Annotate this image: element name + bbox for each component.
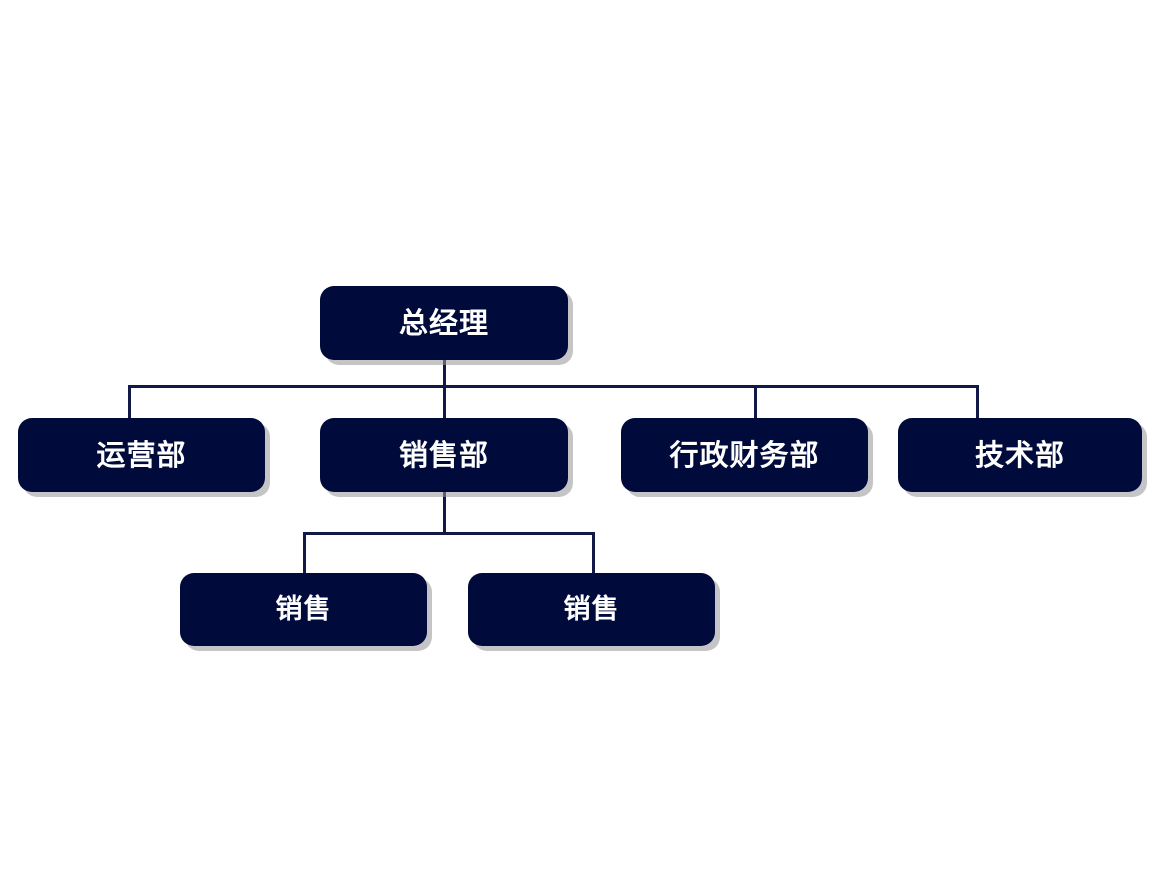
connector-drop-technology bbox=[976, 385, 979, 419]
org-node-general-manager[interactable]: 总经理 bbox=[320, 286, 568, 360]
org-node-label: 运营部 bbox=[96, 437, 187, 472]
connector-root-stem bbox=[443, 360, 446, 387]
org-node-label: 行政财务部 bbox=[669, 437, 820, 472]
org-node-label: 总经理 bbox=[398, 305, 489, 340]
org-node-label: 销售 bbox=[563, 594, 620, 625]
org-node-label: 销售 bbox=[275, 594, 332, 625]
org-node-admin-finance-dept[interactable]: 行政财务部 bbox=[621, 418, 868, 492]
org-node-sales-dept[interactable]: 销售部 bbox=[320, 418, 568, 492]
connector-level3-bus bbox=[303, 532, 595, 535]
org-node-technology-dept[interactable]: 技术部 bbox=[898, 418, 1142, 492]
org-node-operations-dept[interactable]: 运营部 bbox=[18, 418, 265, 492]
connector-level2-bus bbox=[128, 385, 979, 388]
org-node-sales-1[interactable]: 销售 bbox=[180, 573, 427, 646]
connector-drop-sales-1 bbox=[303, 532, 306, 574]
org-node-label: 销售部 bbox=[398, 437, 489, 472]
connector-sales-dept-stem bbox=[443, 492, 446, 534]
org-node-label: 技术部 bbox=[974, 437, 1065, 472]
connector-drop-operations bbox=[128, 385, 131, 419]
connector-drop-sales-2 bbox=[592, 532, 595, 574]
connector-drop-sales-dept bbox=[443, 385, 446, 419]
connector-drop-admin-finance bbox=[754, 385, 757, 419]
org-node-sales-2[interactable]: 销售 bbox=[468, 573, 715, 646]
